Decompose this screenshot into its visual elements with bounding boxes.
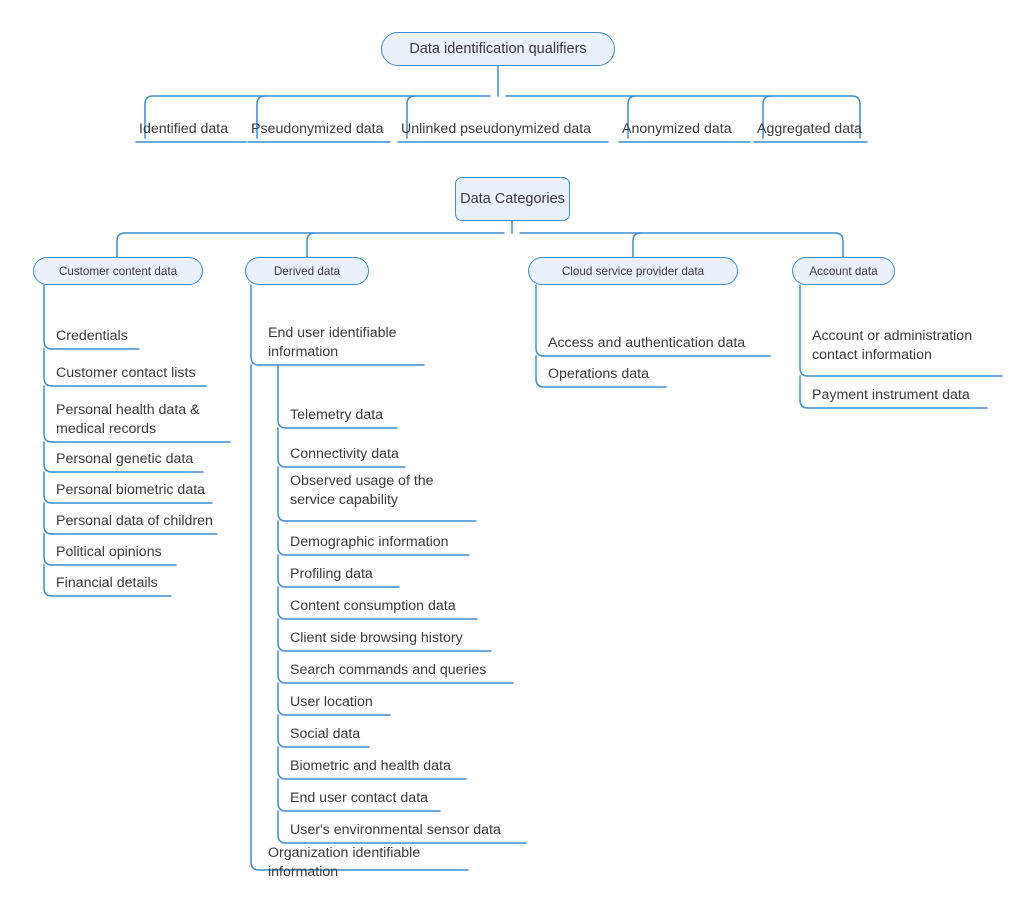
list-item-operations-data[interactable]: Operations data (548, 366, 649, 382)
qualifier-pseudonymized-data[interactable]: Pseudonymized data (251, 121, 384, 137)
node-label: Cloud service provider data (561, 264, 705, 278)
wire-categories-drop-derived (306, 232, 316, 258)
node-data-categories[interactable]: Data Categories (455, 177, 570, 221)
node-data-identification-qualifiers[interactable]: Data identification qualifiers (381, 32, 615, 66)
list-item-personal-biometric-data[interactable]: Personal biometric data (56, 482, 206, 498)
wire-csp-spine (535, 284, 545, 357)
list-item-end-user-contact-data[interactable]: End user contact data (290, 790, 429, 806)
wire-categories-drop-csp (632, 232, 642, 258)
list-item-account-or-administration-contact-information[interactable]: Account or administration contact inform… (812, 328, 973, 363)
list-item-credentials[interactable]: Credentials (56, 328, 128, 344)
list-item-profiling-data[interactable]: Profiling data (290, 566, 373, 582)
list-item-demographic-information[interactable]: Demographic information (290, 534, 449, 550)
node-account-data[interactable]: Account data (792, 257, 895, 285)
node-cloud-service-provider-data[interactable]: Cloud service provider data (528, 257, 738, 285)
list-item-users-environmental-sensor-data[interactable]: User's environmental sensor data (290, 822, 501, 838)
qualifier-aggregated-data[interactable]: Aggregated data (757, 121, 862, 137)
list-item-organization-identifiable-information[interactable]: Organization identifiable information (268, 845, 421, 880)
list-item-client-side-browsing-history[interactable]: Client side browsing history (290, 630, 463, 646)
wire-derived-spine (250, 284, 260, 366)
node-derived-data[interactable]: Derived data (245, 257, 369, 285)
node-label: Data identification qualifiers (409, 41, 587, 57)
list-item-connectivity-data[interactable]: Connectivity data (290, 446, 399, 462)
node-label: Derived data (273, 264, 341, 278)
list-item-biometric-and-health-data[interactable]: Biometric and health data (290, 758, 451, 774)
list-item-user-location[interactable]: User location (290, 694, 373, 710)
list-item-customer-contact-lists[interactable]: Customer contact lists (56, 365, 196, 381)
wire-categories-bus-right (519, 232, 844, 258)
list-item-payment-instrument-data[interactable]: Payment instrument data (812, 387, 970, 403)
list-item-access-and-authentication-data[interactable]: Access and authentication data (548, 335, 746, 351)
qualifier-anonymized-data[interactable]: Anonymized data (622, 121, 732, 137)
list-item-telemetry-data[interactable]: Telemetry data (290, 407, 384, 423)
list-item-content-consumption-data[interactable]: Content consumption data (290, 598, 456, 614)
list-item-personal-data-of-children[interactable]: Personal data of children (56, 513, 213, 529)
node-label: Customer content data (58, 264, 178, 278)
wire-ccd-spine (43, 284, 53, 350)
list-item-financial-details[interactable]: Financial details (56, 575, 158, 591)
list-item-search-commands-and-queries[interactable]: Search commands and queries (290, 662, 487, 678)
node-label: Data Categories (460, 191, 565, 207)
wire-account-spine (799, 284, 809, 377)
qualifier-identified-data[interactable]: Identified data (139, 121, 229, 137)
list-item-personal-genetic-data[interactable]: Personal genetic data (56, 451, 194, 467)
qualifier-unlinked-pseudonymized-data[interactable]: Unlinked pseudonymized data (401, 121, 592, 137)
wire-categories-bus-left (116, 232, 505, 258)
list-item-observed-usage-of-the-service-capability[interactable]: Observed usage of the service capability (290, 473, 434, 508)
list-item-end-user-identifiable-information[interactable]: End user identifiable information (268, 325, 397, 360)
list-item-political-opinions[interactable]: Political opinions (56, 544, 162, 560)
wire-derived-inner-spine (277, 364, 287, 429)
node-label: Account data (809, 264, 878, 278)
list-item-social-data[interactable]: Social data (290, 726, 361, 742)
list-item-personal-health-data[interactable]: Personal health data & medical records (56, 402, 200, 437)
node-customer-content-data[interactable]: Customer content data (33, 257, 203, 285)
